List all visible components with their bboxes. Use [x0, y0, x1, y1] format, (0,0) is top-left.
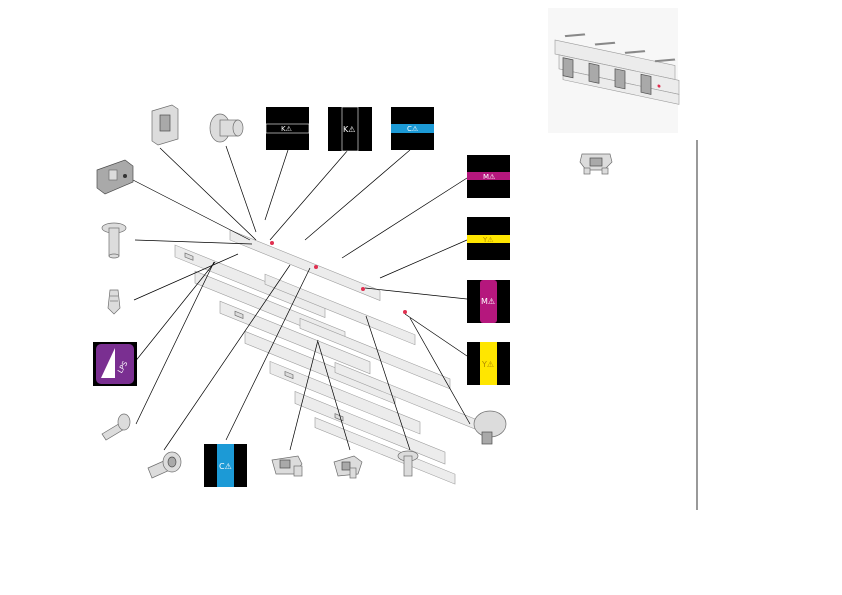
- flanged-bushing-icon: [209, 113, 244, 143]
- k-tab-text: K⚠: [343, 125, 355, 134]
- y-stripe-label: Y⚠: [467, 217, 510, 260]
- short-screw-icon: [107, 289, 121, 315]
- m-tab-text: M⚠: [481, 297, 495, 306]
- y-tab-label: Y⚠: [467, 342, 510, 385]
- y-stripe-text: Y⚠: [482, 236, 494, 244]
- stepped-bushing-icon: [147, 451, 182, 479]
- spring-clamp-icon-2: [333, 455, 363, 479]
- bracket-clip-icon: [151, 104, 179, 146]
- m-stripe-label: M⚠: [467, 155, 510, 198]
- bracket-plate-icon: [96, 159, 134, 195]
- purple-tag-label: LPS: [93, 342, 137, 386]
- y-tab-text: Y⚠: [481, 360, 494, 369]
- pin-screw-icon: [101, 413, 131, 441]
- long-pin-icon: [101, 222, 127, 259]
- c-bottom-label: C⚠: [204, 444, 247, 487]
- m-tab-label: M⚠: [467, 280, 510, 323]
- small-screw-icon: [397, 450, 419, 477]
- c-stripe-label: C⚠: [391, 107, 434, 150]
- m-stripe-text: M⚠: [483, 173, 496, 181]
- spring-clamp-icon: [271, 455, 303, 477]
- corner-clamp-icon: [579, 153, 613, 175]
- overview-assembly-icon: [548, 8, 680, 133]
- k-tab-label: K⚠: [328, 106, 372, 152]
- round-knob-icon: [473, 410, 507, 445]
- k-stripe-text: K⚠: [281, 125, 293, 133]
- assembly-drawing: [174, 229, 486, 485]
- k-stripe-label: K⚠: [265, 107, 310, 150]
- leader-lines: [132, 145, 471, 451]
- c-bottom-text: C⚠: [219, 462, 232, 471]
- c-stripe-text: C⚠: [407, 125, 419, 133]
